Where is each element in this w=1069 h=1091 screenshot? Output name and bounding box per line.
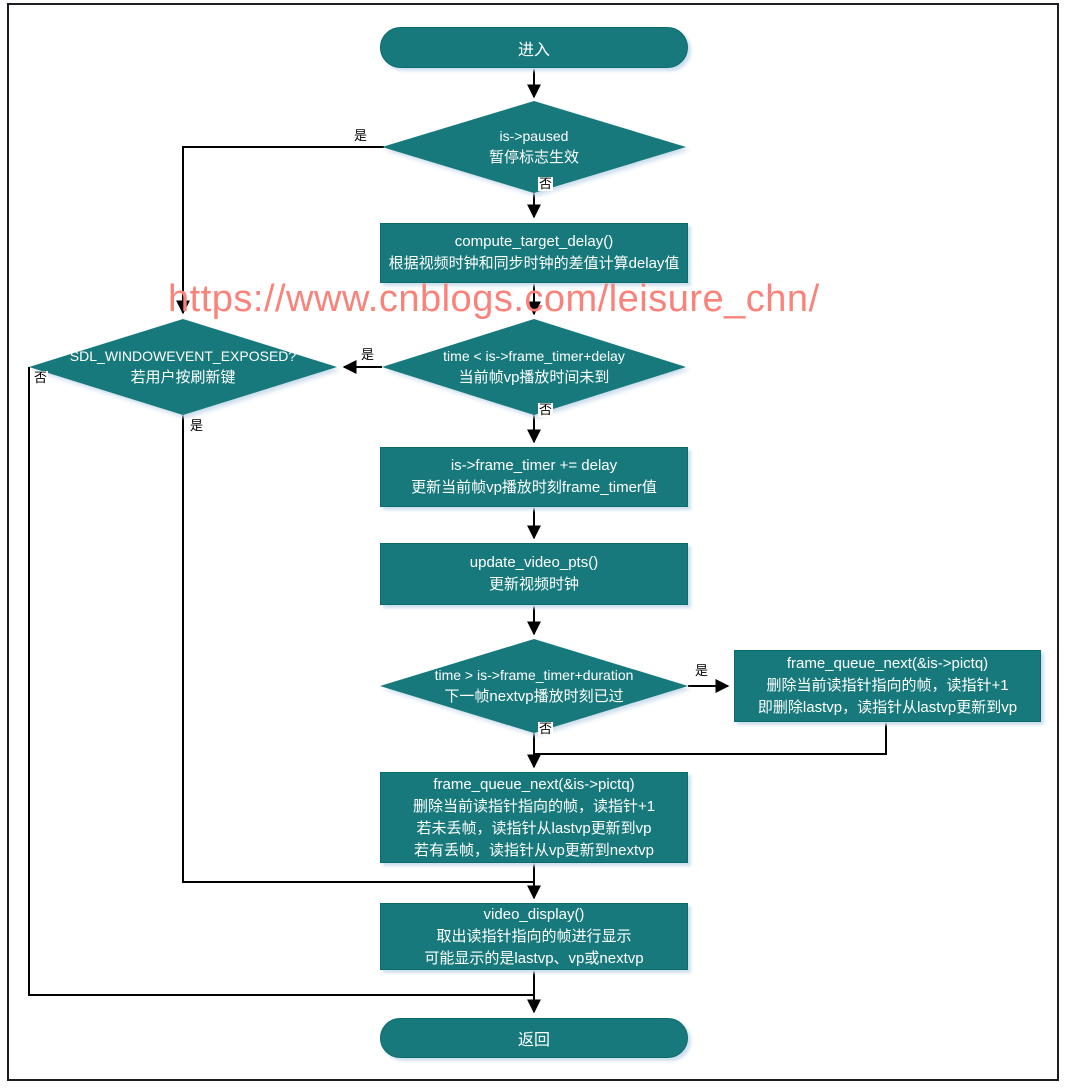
decision-desc: 当前帧vp播放时间未到 xyxy=(458,369,610,386)
terminal-enter-label: 进入 xyxy=(517,41,550,59)
edge-label-timegt-no: 否 xyxy=(538,721,554,736)
process-compute-target-delay: compute_target_delay() 根据视频时钟和同步时钟的差值计算d… xyxy=(380,223,688,283)
decision-desc: 下一帧nextvp播放时刻已过 xyxy=(444,688,624,705)
edge-label-timegt-yes: 是 xyxy=(694,663,710,678)
edge-paused-yes-sdl xyxy=(176,146,384,315)
edge-label-paused-no: 否 xyxy=(538,176,554,191)
process-desc: 取出读指针指向的帧进行显示 xyxy=(436,927,632,945)
decision-sdl-windowevent-exposed: SDL_WINDOWEVENT_EXPOSED? 若用户按刷新键 xyxy=(29,319,337,415)
decision-code: time < is->frame_timer+delay xyxy=(443,348,625,364)
terminal-enter: 进入 xyxy=(380,27,688,68)
process-update-video-pts: update_video_pts() 更新视频时钟 xyxy=(380,543,688,605)
edge-sdl-no-return xyxy=(28,367,534,996)
edge-label-paused-yes: 是 xyxy=(353,128,369,143)
process-desc: 根据视频时钟和同步时钟的差值计算delay值 xyxy=(388,255,680,272)
process-code: compute_target_delay() xyxy=(454,233,614,250)
decision-time-lt-frame-timer: time < is->frame_timer+delay 当前帧vp播放时间未到 xyxy=(382,319,686,415)
process-code: frame_queue_next(&is->pictq) xyxy=(786,655,989,672)
edge-label-sdl-no: 否 xyxy=(33,370,49,385)
process-desc: 更新当前帧vp播放时刻frame_timer值 xyxy=(411,479,657,496)
decision-sdl-body: SDL_WINDOWEVENT_EXPOSED? 若用户按刷新键 xyxy=(29,319,337,415)
decision-timelt-body: time < is->frame_timer+delay 当前帧vp播放时间未到 xyxy=(382,319,686,415)
decision-time-gt-duration: time > is->frame_timer+duration 下一帧nextv… xyxy=(380,639,688,733)
process-video-display: video_display() 取出读指针指向的帧进行显示 可能显示的是last… xyxy=(380,903,688,970)
process-desc: 删除当前读指针指向的帧，读指针+1 xyxy=(766,677,1009,694)
process-frame-timer-update: is->frame_timer += delay 更新当前帧vp播放时刻fram… xyxy=(380,447,688,507)
diagram-border xyxy=(7,3,1059,1081)
decision-is-paused: is->paused 暂停标志生效 xyxy=(382,101,686,193)
process-frame-queue-next-drop: frame_queue_next(&is->pictq) 删除当前读指针指向的帧… xyxy=(734,650,1041,722)
process-desc: 即删除lastvp，读指针从lastvp更新到vp xyxy=(757,699,1018,716)
process-frame-queue-next: frame_queue_next(&is->pictq) 删除当前读指针指向的帧… xyxy=(380,772,688,863)
process-code: frame_queue_next(&is->pictq) xyxy=(433,775,635,793)
watermark-url: https://www.cnblogs.com/leisure_chn/ xyxy=(168,278,820,320)
process-code: update_video_pts() xyxy=(469,554,599,571)
edge-label-timelt-no: 否 xyxy=(538,402,554,417)
terminal-return: 返回 xyxy=(380,1018,688,1058)
edge-label-sdl-yes: 是 xyxy=(189,418,205,433)
decision-code: SDL_WINDOWEVENT_EXPOSED? xyxy=(69,348,297,364)
process-desc: 删除当前读指针指向的帧，读指针+1 xyxy=(412,797,656,815)
decision-code: is->paused xyxy=(499,128,569,144)
process-code: is->frame_timer += delay xyxy=(450,457,618,474)
edge-queuedrop-merge xyxy=(534,722,887,755)
edge-label-timelt-yes: 是 xyxy=(360,347,376,362)
decision-timegt-body: time > is->frame_timer+duration 下一帧nextv… xyxy=(380,639,688,733)
decision-desc: 若用户按刷新键 xyxy=(130,369,236,386)
process-desc: 更新视频时钟 xyxy=(488,576,579,593)
decision-desc: 暂停标志生效 xyxy=(488,149,579,166)
process-code: video_display() xyxy=(483,905,585,923)
process-desc: 可能显示的是lastvp、vp或nextvp xyxy=(424,949,644,967)
process-desc: 若未丢帧，读指针从lastvp更新到vp xyxy=(416,819,652,837)
terminal-return-label: 返回 xyxy=(517,1032,550,1049)
decision-code: time > is->frame_timer+duration xyxy=(434,667,634,683)
process-desc: 若有丢帧，读指针从vp更新到nextvp xyxy=(413,841,655,859)
decision-is-paused-body: is->paused 暂停标志生效 xyxy=(382,101,686,193)
edge-sdl-yes-display xyxy=(182,415,534,883)
